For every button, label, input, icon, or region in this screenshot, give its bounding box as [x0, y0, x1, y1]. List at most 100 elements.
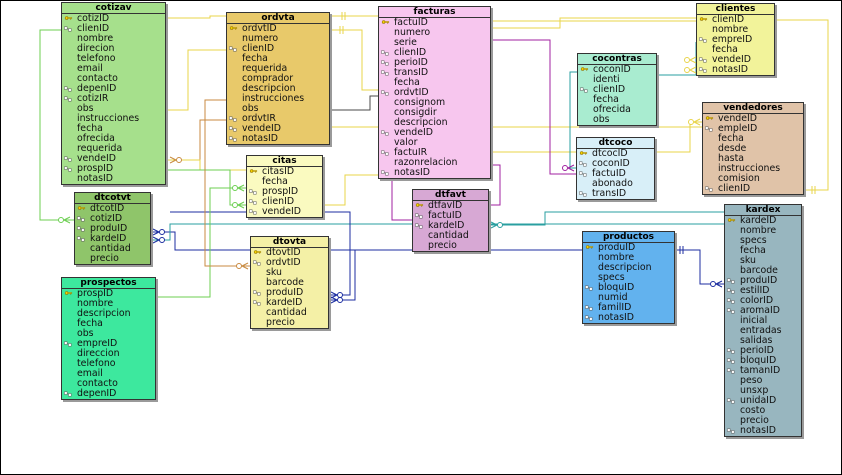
table-field[interactable]: contacto	[62, 379, 155, 389]
table-field[interactable]: tamanID	[725, 366, 801, 376]
table-field[interactable]: clienID	[227, 44, 329, 54]
table-field[interactable]: prospID	[62, 289, 155, 299]
table-field[interactable]: instrucciones	[227, 94, 329, 104]
table-field[interactable]: clienID	[578, 85, 656, 95]
table-field[interactable]: valor	[379, 138, 490, 148]
table-field[interactable]: ordvtID	[227, 24, 329, 34]
table-field[interactable]: bloquID	[583, 283, 674, 293]
table-field[interactable]: numid	[583, 293, 674, 303]
table-field[interactable]: ofrecida	[578, 105, 656, 115]
table-field[interactable]: precio	[725, 416, 801, 426]
table-field[interactable]: nombre	[62, 34, 165, 44]
table-title[interactable]: kardex	[725, 205, 801, 216]
table-field[interactable]: instrucciones	[62, 114, 165, 124]
table-field[interactable]: hasta	[703, 154, 803, 164]
table-field[interactable]: fecha	[379, 78, 490, 88]
table-field[interactable]: nombre	[583, 253, 674, 263]
table-field[interactable]: fecha	[697, 45, 774, 55]
table-field[interactable]: clienID	[703, 184, 803, 194]
table-field[interactable]: prospID	[62, 164, 165, 174]
table-field[interactable]: dtfavID	[413, 201, 488, 211]
table-title[interactable]: cotizav	[62, 3, 165, 14]
table-field[interactable]: dtcocID	[577, 149, 654, 159]
table-field[interactable]: nombre	[725, 226, 801, 236]
table-field[interactable]: peso	[725, 376, 801, 386]
table-field[interactable]: cotizID	[75, 214, 150, 224]
table-field[interactable]: bloquID	[725, 356, 801, 366]
table-field[interactable]: ordvtID	[251, 258, 328, 268]
table-title[interactable]: cocontras	[578, 54, 656, 65]
table-field[interactable]: produID	[725, 276, 801, 286]
table-field[interactable]: barcode	[251, 278, 328, 288]
table-field[interactable]: factuID	[379, 18, 490, 28]
table-field[interactable]: consigdir	[379, 108, 490, 118]
table-field[interactable]: email	[62, 64, 165, 74]
table-field[interactable]: transID	[379, 68, 490, 78]
table-field[interactable]: descripcion	[62, 309, 155, 319]
table-field[interactable]: precio	[413, 241, 488, 251]
table-field[interactable]: fecha	[725, 246, 801, 256]
table-field[interactable]: cotizIR	[62, 94, 165, 104]
table-field[interactable]: depenID	[62, 84, 165, 94]
table-field[interactable]: telefono	[62, 359, 155, 369]
table-field[interactable]: cantidad	[413, 231, 488, 241]
table-title[interactable]: vendedores	[703, 103, 803, 114]
table-field[interactable]: consignom	[379, 98, 490, 108]
table-field[interactable]: clienID	[247, 197, 322, 207]
table-field[interactable]: unidaID	[725, 396, 801, 406]
table-title[interactable]: dtcotvt	[75, 193, 150, 204]
table-field[interactable]: estilID	[725, 286, 801, 296]
table-field[interactable]: factuIR	[379, 148, 490, 158]
table-field[interactable]: familID	[583, 303, 674, 313]
table-field[interactable]: fecha	[703, 134, 803, 144]
table-field[interactable]: produID	[75, 224, 150, 234]
table-field[interactable]: instrucciones	[703, 164, 803, 174]
table-field[interactable]: fecha	[578, 95, 656, 105]
table-field[interactable]: ordvtIR	[227, 114, 329, 124]
table-field[interactable]: obs	[578, 115, 656, 125]
table-field[interactable]: ordvtID	[379, 88, 490, 98]
table-field[interactable]: notasID	[583, 313, 674, 323]
table-field[interactable]: abonado	[577, 179, 654, 189]
table-field[interactable]: cantidad	[251, 308, 328, 318]
table-field[interactable]: produID	[583, 243, 674, 253]
table-field[interactable]: kardeID	[725, 216, 801, 226]
table-field[interactable]: specs	[725, 236, 801, 246]
table-field[interactable]: empleID	[703, 124, 803, 134]
table-field[interactable]: coconID	[577, 159, 654, 169]
table-field[interactable]: colorID	[725, 296, 801, 306]
table-field[interactable]: perioID	[379, 58, 490, 68]
table-field[interactable]: requerida	[227, 64, 329, 74]
table-field[interactable]: entradas	[725, 326, 801, 336]
table-field[interactable]: requerida	[62, 144, 165, 154]
table-field[interactable]: produID	[251, 288, 328, 298]
table-field[interactable]: barcode	[725, 266, 801, 276]
table-title[interactable]: facturas	[379, 7, 490, 18]
table-field[interactable]: unsxp	[725, 386, 801, 396]
table-title[interactable]: prospectos	[62, 278, 155, 289]
table-field[interactable]: clienID	[379, 48, 490, 58]
table-title[interactable]: dtcoco	[577, 138, 654, 149]
table-field[interactable]: perioID	[725, 346, 801, 356]
table-field[interactable]: obs	[62, 329, 155, 339]
table-field[interactable]: kardeID	[251, 298, 328, 308]
table-field[interactable]: empreID	[697, 35, 774, 45]
table-title[interactable]: clientes	[697, 4, 774, 15]
table-field[interactable]: descripcion	[583, 263, 674, 273]
table-field[interactable]: coconID	[578, 65, 656, 75]
table-field[interactable]: ofrecida	[62, 134, 165, 144]
table-field[interactable]: notasID	[379, 168, 490, 178]
table-field[interactable]: fecha	[62, 124, 165, 134]
table-field[interactable]: salidas	[725, 336, 801, 346]
table-field[interactable]: cotizID	[62, 14, 165, 24]
table-field[interactable]: comprador	[227, 74, 329, 84]
table-field[interactable]: fecha	[227, 54, 329, 64]
table-title[interactable]: productos	[583, 232, 674, 243]
